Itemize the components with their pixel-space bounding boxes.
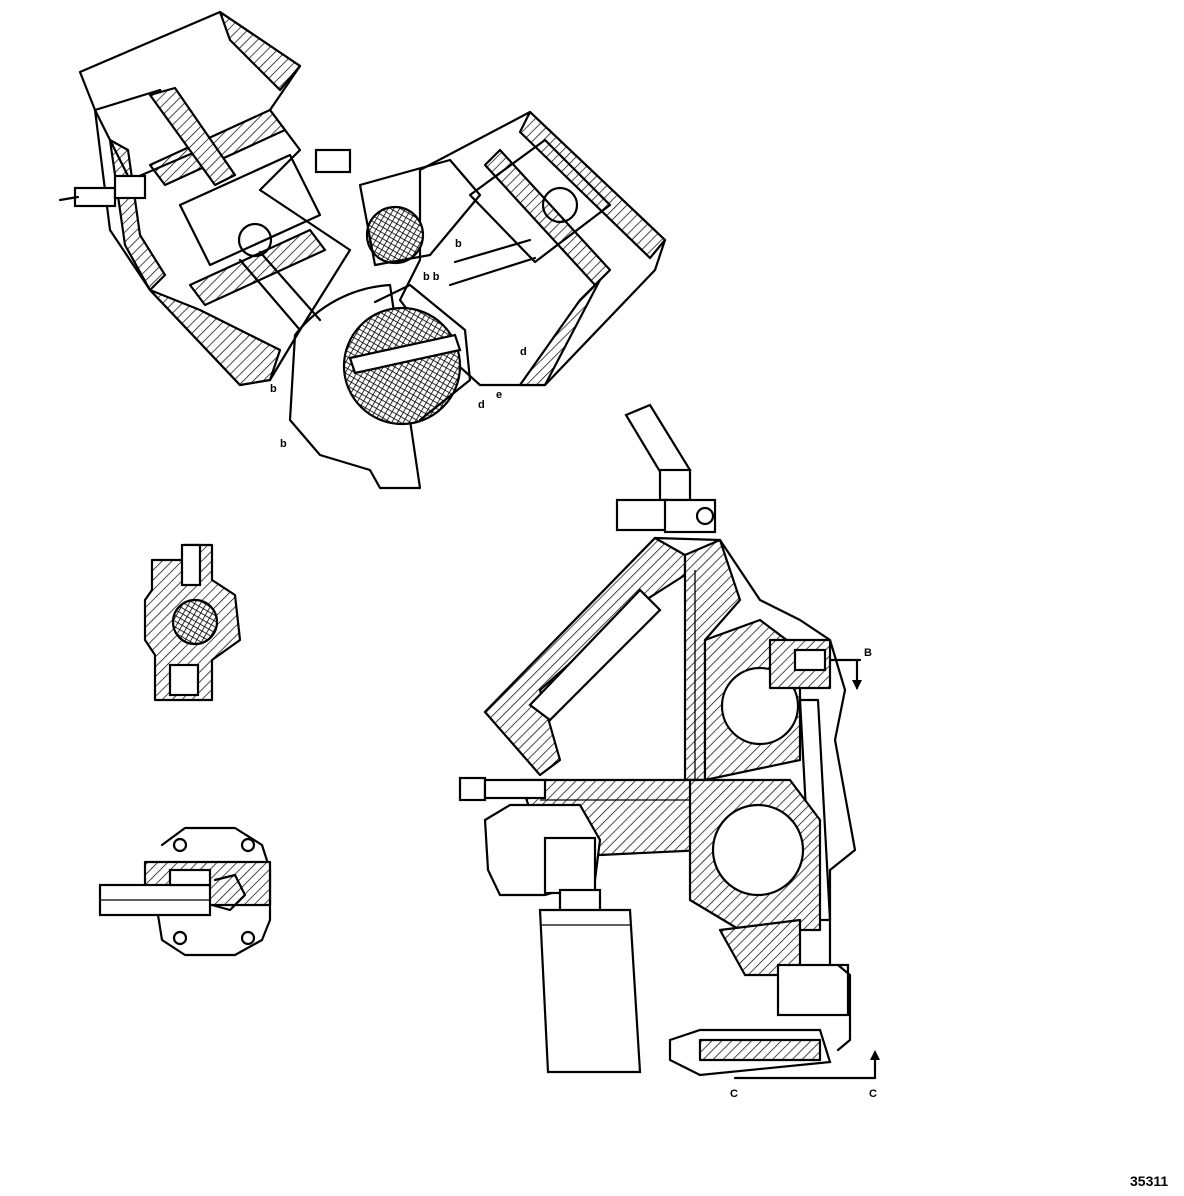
svg-text:b: b	[455, 238, 462, 250]
engine-block-section: b b b b b d e d	[58, 10, 667, 490]
section-label-c-left: C	[730, 1088, 738, 1100]
svg-text:b: b	[270, 383, 277, 395]
svg-text:b b: b b	[423, 271, 440, 283]
section-label-b: B	[864, 647, 872, 659]
oil-filter-pump-assembly: B C C	[458, 403, 880, 1100]
svg-text:d: d	[520, 346, 527, 358]
detail-relief-valve-section	[143, 543, 242, 702]
section-label-c-right: C	[869, 1088, 877, 1100]
figure-reference-number: 35311	[1130, 1173, 1168, 1189]
svg-text:b: b	[280, 438, 287, 450]
svg-text:d: d	[478, 399, 485, 411]
svg-text:e: e	[496, 389, 502, 401]
detail-oil-pump-cover	[98, 826, 272, 957]
